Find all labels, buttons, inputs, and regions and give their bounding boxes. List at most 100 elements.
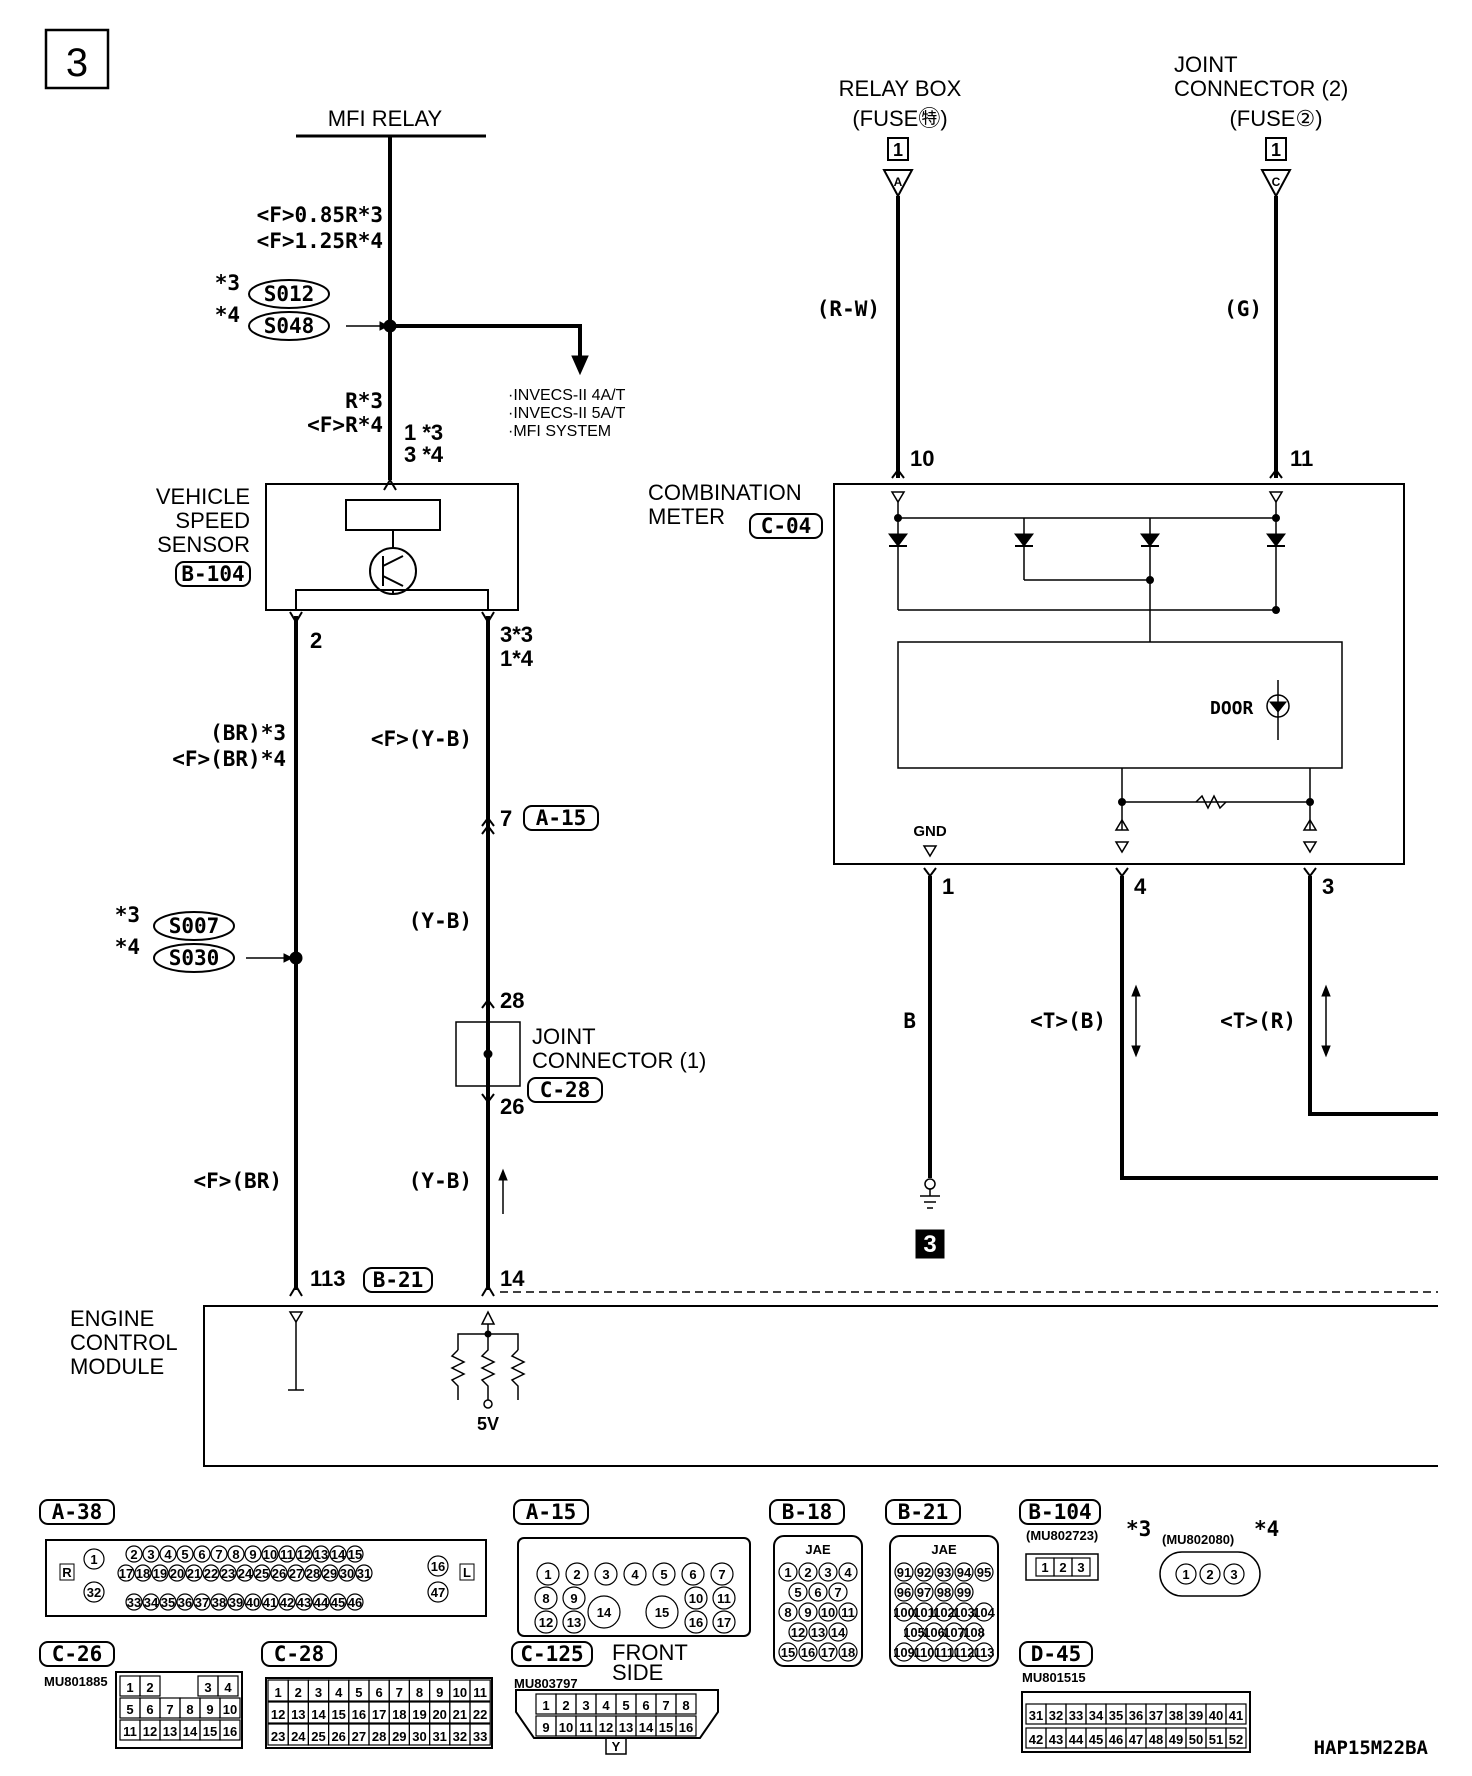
a15-pin: 17 [717,1615,731,1630]
a38-pin: 40 [246,1595,260,1610]
transistor-collector [382,555,404,567]
ground-wire-color: B [903,1009,916,1033]
b18-pin-circle [838,1602,858,1622]
a38-pin: 19 [153,1566,167,1581]
c28-pin: 20 [432,1707,446,1722]
b18-pin-circle [818,1562,838,1582]
ecm-connector-id: B-21 [373,1268,424,1292]
c26-pin: 1 [126,1680,133,1695]
ecm-pin-14: 14 [500,1266,525,1291]
right-wire-spec: (Y-B) [409,909,472,933]
a15-pin: 14 [597,1605,612,1620]
meter-pin3-chevron [1303,867,1317,878]
c28-cell [469,1723,491,1746]
left-wire-spec: <F>(BR)*4 [172,747,286,771]
c26-pin: 11 [123,1724,137,1739]
b18-pin: 12 [791,1625,805,1640]
a38-key [59,1563,75,1581]
c28-pin: 25 [311,1729,325,1744]
diode-icon [1266,533,1286,547]
b21-pin: 94 [957,1565,972,1580]
b18-pin-circle [798,1602,818,1622]
meter-gnd-tri [922,845,938,858]
jc2-fuse: (FUSE②) [1229,106,1322,131]
b21-pin-circle [944,1622,964,1642]
b18-pin-circle [788,1582,808,1602]
b18-pin: 10 [821,1605,835,1620]
a38-pin-circle [176,1545,194,1563]
d45-pin: 47 [1129,1732,1143,1747]
a38-pin: 17 [119,1566,133,1581]
a38-pin-circle [134,1564,152,1582]
arrow-head [1131,1045,1141,1058]
c125-pin: 13 [619,1720,633,1735]
relay-box-fuse-number: 1 [893,140,903,160]
a15-pin-circle [536,1562,560,1586]
splice-s007-oval [153,911,235,941]
meter-label: COMBINATION [648,480,802,505]
ecm-label: CONTROL [70,1330,178,1355]
c28-id-box [261,1641,337,1667]
jc1-chevron-26 [481,1093,495,1104]
c28-pin: 2 [295,1685,302,1700]
c26-pin: 3 [204,1680,211,1695]
a15-id: A-15 [526,1500,577,1524]
c28-pin: 24 [291,1729,306,1744]
b21-pin-circle [894,1602,914,1622]
b104-id-box [1019,1499,1101,1525]
a38-pin-circle [193,1593,211,1611]
b21-pin-circle [914,1562,934,1582]
b21-pin: 98 [937,1585,951,1600]
meter-pin-3: 3 [1322,874,1334,899]
a15-pin: 1 [544,1567,551,1582]
a38-pin: 22 [204,1566,218,1581]
b104a-pin: 2 [1059,1560,1066,1575]
b18-pin-circle [788,1622,808,1642]
c125-pin: 9 [542,1720,549,1735]
ecm-pin14-tri [480,1310,496,1325]
b18-pin: 13 [811,1625,825,1640]
a15-pin: 4 [631,1567,639,1582]
c28-pin: 30 [412,1729,426,1744]
b21-pin: 93 [937,1565,951,1580]
a15-pin-circle [534,1610,558,1634]
b21-pin: 96 [897,1585,911,1600]
right-wire-spec: (Y-B) [409,1169,472,1193]
vss-connector-id: B-104 [181,562,244,586]
a15-pin: 12 [539,1615,553,1630]
a38-pin: 20 [170,1566,184,1581]
ecm-label: MODULE [70,1354,164,1379]
c28-pin: 11 [473,1685,487,1700]
b104b-pin-circle [1175,1563,1197,1585]
left-wire-spec-bottom: <F>(BR) [193,1169,282,1193]
b18-pin-circle [838,1562,858,1582]
b104b-pin: 1 [1182,1567,1189,1582]
c26-cell [219,1719,241,1741]
splice-note: *4 [215,303,240,327]
c26-pin: 10 [223,1702,237,1717]
b18-pin-circle [818,1642,838,1662]
a38-pin-circle [427,1555,449,1577]
c125-pin: 12 [599,1720,613,1735]
conn-id-b104 [175,561,251,587]
c125-pin: 16 [679,1720,693,1735]
b18-pin-circle [828,1582,848,1602]
ecm-pin-113: 113 [310,1266,346,1291]
b21-pin: 105 [903,1625,925,1640]
arrow-head [1131,984,1141,997]
a15-pin: 7 [718,1567,725,1582]
resistor-icon [450,1349,466,1400]
vss-pin-label: 1 *3 [404,420,443,445]
joint-connector-1-box [455,1021,521,1087]
b21-pin-circle [914,1582,934,1602]
a38-pin-circle [236,1564,254,1582]
a38-pin: 30 [340,1566,354,1581]
c125-pin: 14 [639,1720,654,1735]
b18-pin: 17 [821,1645,835,1660]
b21-pin: 106 [923,1625,945,1640]
a38-pin: 1 [90,1552,97,1567]
vss-wire-spec-2: <F>R*4 [307,413,383,437]
jc1-connector-id: C-28 [540,1078,591,1102]
c26-pin: 13 [163,1724,177,1739]
a38-pin: 18 [136,1566,150,1581]
